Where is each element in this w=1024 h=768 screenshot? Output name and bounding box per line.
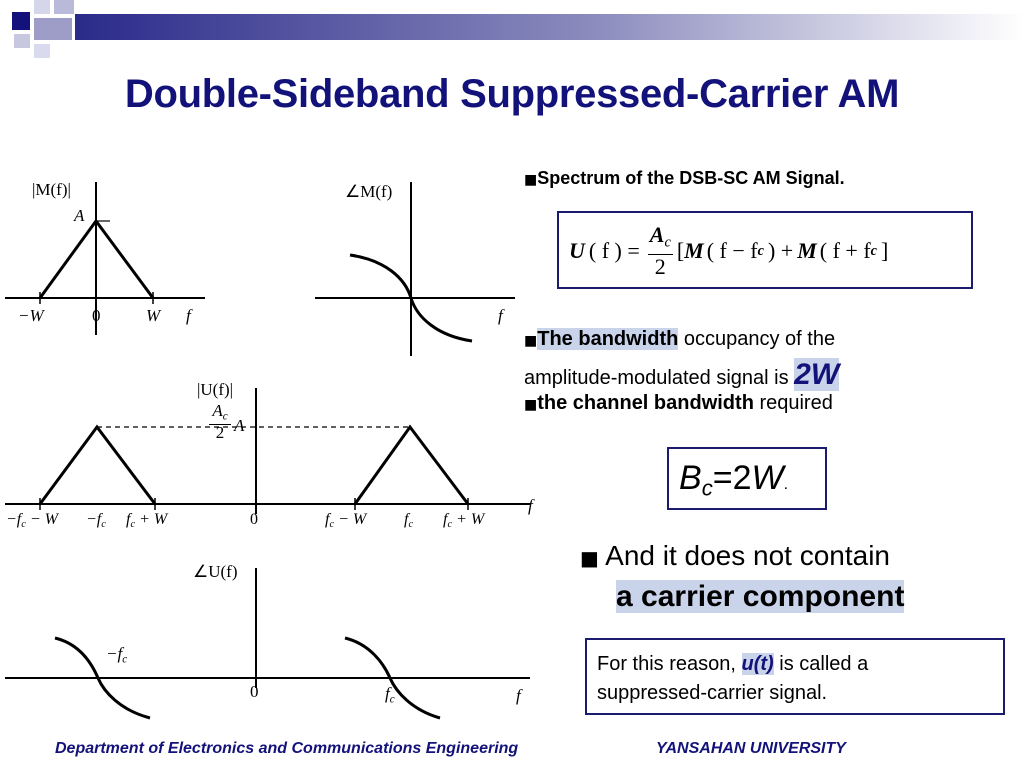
footer-department: Department of Electronics and Communicat… xyxy=(55,740,519,757)
graph2-ylabel: ∠M(f) xyxy=(345,182,393,201)
magnitude-spectrum-u-graph xyxy=(5,388,530,514)
magnitude-spectrum-m-graph xyxy=(5,182,205,335)
graph3-tick-fc: fc xyxy=(404,511,414,531)
bandwidth-value: 2W xyxy=(794,358,840,391)
graph3-tick-fc-plus-w: fc + W xyxy=(443,511,485,531)
channel-bandwidth-formula: Bc=2W. xyxy=(679,459,789,501)
channel-bandwidth-box: Bc=2W. xyxy=(667,447,827,510)
carrier-bullet: ■ And it does not contain xyxy=(580,540,891,571)
carrier-component-text: a carrier component xyxy=(616,580,905,613)
graph3-tick-zero: 0 xyxy=(250,511,258,528)
graph1-tick-zero: 0 xyxy=(92,306,101,325)
suppressed-carrier-note: For this reason, u(t) is called a suppre… xyxy=(597,653,869,704)
square-bullet-icon: ■ xyxy=(524,172,538,188)
left-phase-curve xyxy=(54,636,151,720)
graph1-peak-label: A xyxy=(74,206,85,225)
signal-u-t: u(t) xyxy=(741,653,774,675)
graph1-tick-neg-w: −W xyxy=(18,306,44,325)
graph4-tick-zero: 0 xyxy=(250,682,259,701)
graph4-neg-fc-label: −fc xyxy=(106,644,128,666)
square-bullet-icon: ■ xyxy=(524,397,538,413)
right-phase-curve xyxy=(344,636,441,720)
graph1-tick-w: W xyxy=(146,306,161,325)
page-title: Double-Sideband Suppressed-Carrier AM xyxy=(124,72,900,116)
right-sideband-triangle xyxy=(353,424,470,505)
square-bullet-icon: ■ xyxy=(524,333,538,349)
suppressed-carrier-note-box: For this reason, u(t) is called a suppre… xyxy=(585,638,1005,715)
phase-spectrum-u-graph xyxy=(5,568,530,720)
graph2-xaxis-label: f xyxy=(498,306,503,325)
graph3-xaxis-label: f xyxy=(528,496,533,515)
graph1-xaxis-label: f xyxy=(186,306,191,325)
phase-curve xyxy=(349,253,473,343)
graph3-tick-neg-fc-minus-w: −fc − W xyxy=(6,511,58,531)
graph4-pos-fc-label: fc xyxy=(385,684,395,706)
graph3-amplitude-fraction: Ac 2 xyxy=(209,402,231,441)
graph3-amplitude-a: A xyxy=(234,416,245,435)
square-bullet-icon: ■ xyxy=(580,546,599,570)
graph3-ylabel: |U(f)| xyxy=(197,380,234,399)
left-sideband-triangle xyxy=(38,424,157,505)
channel-bandwidth-bullet: ■the channel bandwidth required xyxy=(524,392,833,414)
spectrum-heading-bullet: ■Spectrum of the DSB-SC AM Signal. xyxy=(524,168,845,188)
graph3-tick-fc-minus-w: fc − W xyxy=(325,511,367,531)
bandwidth-bullet: ■The bandwidth occupancy of the amplitud… xyxy=(524,328,840,391)
graph4-ylabel: ∠U(f) xyxy=(193,562,238,581)
graph3-tick-neg-fc: −fc xyxy=(86,511,106,531)
header-banner xyxy=(0,0,1024,58)
graph4-xaxis-label: f xyxy=(516,686,521,705)
phase-spectrum-m-graph xyxy=(315,182,515,356)
graph3-tick-fc-plus-w-left: fc + W xyxy=(126,511,168,531)
graph1-ylabel: |M(f)| xyxy=(32,180,71,199)
footer-university: YANSAHAN UNIVERSITY xyxy=(656,740,846,757)
